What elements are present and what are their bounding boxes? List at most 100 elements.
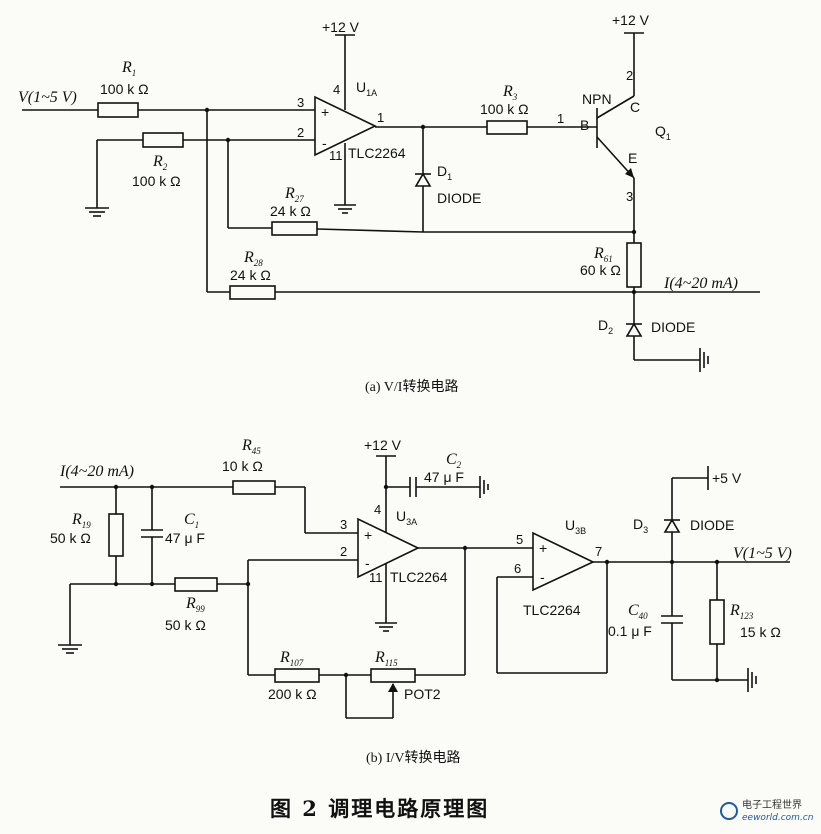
r99-name: R99 (185, 595, 205, 614)
svg-text:11: 11 (329, 148, 343, 163)
figure-title: 图 2 调理电路原理图 (270, 796, 489, 821)
r123-name: R123 (729, 602, 754, 621)
r27-name: R27 (284, 185, 304, 204)
svg-text:+: + (364, 527, 372, 543)
svg-text:-: - (540, 569, 545, 585)
svg-text:11: 11 (369, 570, 383, 585)
svg-text:C: C (630, 99, 640, 115)
q1-name: Q1 (655, 123, 671, 142)
resistor-r3 (486, 120, 528, 135)
r19-value: 50 k Ω (50, 530, 91, 546)
supply-op-a: +12 V (322, 19, 360, 35)
r2-value: 100 k Ω (132, 173, 181, 189)
r107-value: 200 k Ω (268, 686, 317, 702)
r3-value: 100 k Ω (480, 101, 529, 117)
svg-text:-: - (365, 555, 370, 571)
logo-line2: eeworld.com.cn (742, 813, 814, 823)
svg-text:2: 2 (297, 125, 304, 140)
r45-value: 10 k Ω (222, 458, 263, 474)
circuit-a: V(1~5 V) R1 100 k Ω R2 100 k Ω + - 3 2 1… (18, 12, 760, 395)
d2-type: DIODE (651, 319, 695, 335)
r28-value: 24 k Ω (230, 267, 271, 283)
r107-name: R107 (279, 649, 304, 668)
r45-name: R45 (241, 437, 261, 456)
logo-line1: 电子工程世界 (742, 798, 802, 811)
d1-name: D1 (437, 163, 452, 182)
r2-name: R2 (152, 153, 168, 172)
r99-value: 50 k Ω (165, 617, 206, 633)
svg-text:2: 2 (340, 544, 347, 559)
d3-name: D3 (633, 516, 648, 535)
svg-text:B: B (580, 117, 589, 133)
svg-text:3: 3 (626, 189, 633, 204)
ground-icon (699, 348, 709, 372)
svg-text:3: 3 (340, 517, 347, 532)
ground-icon (58, 644, 82, 654)
svg-text:6: 6 (514, 561, 521, 576)
r1-value: 100 k Ω (100, 81, 149, 97)
potentiometer-r115 (370, 668, 416, 683)
diode-d2 (625, 322, 643, 337)
svg-text:4: 4 (333, 82, 340, 97)
resistor-r19 (108, 513, 124, 557)
r1-name: R1 (121, 59, 136, 78)
r123-value: 15 k Ω (740, 624, 781, 640)
c1-name: C1 (184, 511, 199, 530)
resistor-r107 (274, 668, 320, 683)
q1-type: NPN (582, 91, 612, 107)
u3b-model: TLC2264 (523, 602, 581, 618)
caption-b: (b) I/V转换电路 (366, 749, 461, 766)
opamp-u3b (532, 531, 595, 592)
svg-text:E: E (628, 150, 637, 166)
resistor-r1 (97, 102, 139, 118)
pot-label: POT2 (404, 686, 441, 702)
svg-text:1: 1 (377, 110, 384, 125)
svg-text:+: + (539, 540, 547, 556)
input-label-b: I(4~20 mA) (59, 463, 134, 480)
r61-name: R61 (593, 245, 613, 264)
opamp-u3a (357, 517, 420, 579)
d2-name: D2 (598, 317, 613, 336)
c2-name: C2 (446, 451, 462, 470)
r61-value: 60 k Ω (580, 262, 621, 278)
r28-name: R28 (243, 249, 263, 268)
u3b-name: U3B (565, 517, 586, 536)
opamp-u1a (314, 95, 377, 157)
svg-text:7: 7 (595, 544, 602, 559)
d1-type: DIODE (437, 190, 481, 206)
ground-icon (479, 476, 489, 498)
u3a-model: TLC2264 (390, 569, 448, 585)
circuit-b: I(4~20 mA) R45 10 k Ω R19 50 k Ω C1 47 μ… (50, 437, 792, 766)
diode-d3 (663, 518, 681, 533)
svg-text:+: + (321, 104, 329, 120)
c1-value: 47 μ F (165, 530, 205, 546)
r3-name: R3 (502, 83, 518, 102)
ground-icon (747, 668, 757, 692)
input-label-a: V(1~5 V) (18, 89, 77, 106)
resistor-r61 (626, 242, 642, 288)
supply-5v: +5 V (712, 470, 742, 486)
svg-text:2: 2 (626, 68, 633, 83)
resistor-r45 (232, 480, 276, 495)
resistor-r2 (142, 132, 184, 148)
u1a-name: U1A (356, 79, 377, 98)
resistor-r99 (174, 577, 218, 592)
supply-u3a: +12 V (364, 437, 402, 453)
svg-text:-: - (322, 135, 327, 151)
svg-text:4: 4 (374, 502, 381, 517)
caption-a: (a) V/I转换电路 (365, 378, 458, 395)
svg-text:5: 5 (516, 532, 523, 547)
c40-value: 0.1 μ F (608, 623, 652, 639)
ground-icon (334, 204, 356, 214)
c40-name: C40 (628, 602, 648, 621)
transistor-q1 (596, 95, 635, 179)
eeworld-logo: 电子工程世界 eeworld.com.cn (720, 798, 814, 823)
output-label-a: I(4~20 mA) (663, 275, 738, 292)
supply-q1: +12 V (612, 12, 650, 28)
r27-value: 24 k Ω (270, 203, 311, 219)
resistor-r27 (271, 221, 318, 236)
u3a-name: U3A (396, 508, 417, 527)
ground-icon (85, 207, 109, 217)
r115-name: R115 (374, 649, 398, 668)
